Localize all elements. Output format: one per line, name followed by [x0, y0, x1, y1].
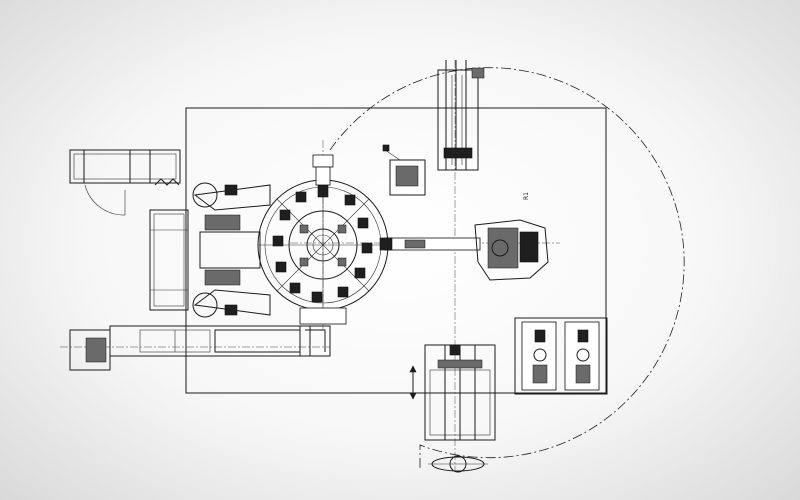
left-station [149, 182, 271, 318]
upper-parts-rack [437, 60, 485, 171]
base-plate [185, 107, 607, 394]
robot-arm [379, 219, 549, 281]
robot-range-note: R1 [523, 192, 530, 200]
bottom-symbol [428, 455, 488, 473]
lower-conveyor [69, 325, 331, 371]
tool-stand-panel [514, 317, 608, 395]
lower-parts-rack [409, 344, 496, 441]
turntable-fixtures [272, 154, 373, 325]
upper-feeder-rack [69, 149, 181, 216]
robot-reach-circle [329, 67, 685, 470]
inspection-station [382, 144, 426, 196]
